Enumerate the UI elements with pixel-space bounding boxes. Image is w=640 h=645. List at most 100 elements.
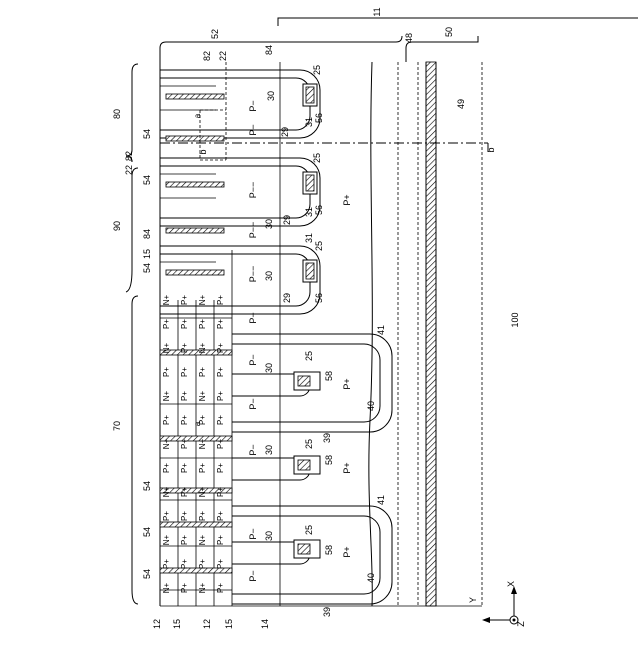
p-plus-label: P+	[198, 415, 207, 425]
p-plus-label: P+	[216, 319, 225, 329]
ref-label-p_minus: P−	[248, 528, 258, 539]
ref-label-b: b	[198, 149, 208, 154]
ref-label-r41: 41	[376, 325, 386, 335]
ref-label-p_minus: P−	[248, 398, 258, 409]
p-plus-label: P+	[198, 367, 207, 377]
p-plus-label: P+	[216, 535, 225, 545]
n-plus-label: N+	[162, 486, 171, 497]
ref-label-p_plus: P+	[342, 462, 352, 473]
p-plus-label: P+	[180, 439, 189, 449]
ref-label-p_minus: P−	[248, 312, 258, 323]
trench-group-upper	[160, 70, 320, 314]
ref-label-r31: 31	[304, 117, 314, 127]
ref-label-d22: 22	[218, 51, 228, 61]
ref-label-r15: 15	[172, 619, 182, 629]
p-plus-label: P+	[162, 319, 171, 329]
p-plus-label: P+	[180, 391, 189, 401]
n-plus-label: N+	[198, 342, 207, 353]
ref-label-y: Y	[468, 597, 478, 603]
p-plus-label: P+	[180, 583, 189, 593]
ref-label-p_minus2: P−−	[248, 222, 258, 239]
ref-label-r54: 54	[142, 527, 152, 537]
n-plus-label: N+	[198, 294, 207, 305]
ref-label-r12: 12	[152, 619, 162, 629]
ref-label-p_plus: P+	[342, 546, 352, 557]
p-plus-label: P+	[198, 319, 207, 329]
trench-group-lower	[160, 318, 392, 604]
ref-label-r25: 25	[312, 153, 322, 163]
ref-label-r30: 30	[264, 445, 274, 455]
ref-label-r29: 29	[280, 127, 290, 137]
p-plus-label: P+	[216, 511, 225, 521]
p-plus-label: P+	[216, 439, 225, 449]
p-plus-label: P+	[216, 367, 225, 377]
p-plus-label: P+	[216, 343, 225, 353]
p-plus-label: P+	[216, 391, 225, 401]
ref-label-r49: 49	[456, 99, 466, 109]
ref-label-p_plus: P+	[342, 194, 352, 205]
axis-indicator	[482, 586, 518, 624]
ref-label-r30: 30	[264, 271, 274, 281]
ref-label-p_minus: P−	[248, 124, 258, 135]
ref-label-z: Z	[516, 621, 526, 627]
ref-label-d82: 82	[202, 51, 212, 61]
ref-label-r56: 56	[314, 113, 324, 123]
p-plus-label: P+	[180, 535, 189, 545]
p-plus-label: P+	[180, 343, 189, 353]
ref-label-p_plus: P+	[342, 378, 352, 389]
ref-label-r11: 11	[372, 7, 382, 16]
n-plus-label: N+	[162, 534, 171, 545]
ref-label-r30: 30	[264, 363, 274, 373]
p-plus-label: P+	[216, 487, 225, 497]
ref-label-r30: 30	[266, 91, 276, 101]
ref-label-p_minus2: P−−	[248, 182, 258, 199]
ref-label-figure_number: 100	[510, 312, 520, 327]
ref-label-p_minus2: P−−	[248, 266, 258, 283]
n-plus-label: N+	[198, 438, 207, 449]
ref-label-r30: 30	[264, 531, 274, 541]
p-plus-label: P+	[162, 559, 171, 569]
ref-label-d22: 22	[124, 165, 134, 175]
ref-label-r25: 25	[304, 439, 314, 449]
ref-label-a: a	[193, 113, 202, 118]
ref-label-r30: 30	[264, 219, 274, 229]
p-plus-label: P+	[180, 511, 189, 521]
ref-label-d82: 82	[124, 151, 134, 161]
ref-label-r54: 54	[142, 263, 152, 273]
p-plus-label: P+	[180, 295, 189, 305]
p-plus-label: P+	[198, 559, 207, 569]
ref-label-r39: 39	[322, 433, 332, 443]
p-plus-label: P+	[180, 463, 189, 473]
p-plus-label: P+	[162, 511, 171, 521]
p-plus-label: P+	[216, 559, 225, 569]
ref-label-r29: 29	[282, 293, 292, 303]
ref-label-r29: 29	[282, 215, 292, 225]
ref-label-p_minus: P−	[248, 354, 258, 365]
ref-label-r54: 54	[142, 175, 152, 185]
ref-label-r39: 39	[322, 607, 332, 617]
ref-label-r58: 58	[324, 455, 334, 465]
p-plus-label: P+	[180, 415, 189, 425]
ref-label-r25: 25	[314, 241, 324, 251]
ref-label-x: X	[506, 581, 516, 587]
p-plus-label: P+	[162, 463, 171, 473]
p-plus-label: P+	[180, 367, 189, 377]
ref-label-r90: 90	[112, 221, 122, 231]
ref-label-r54: 54	[142, 129, 152, 139]
ref-label-r14: 14	[260, 619, 270, 629]
ref-label-r48: 48	[404, 33, 414, 43]
n-plus-label: N+	[198, 486, 207, 497]
n-plus-label: N+	[198, 582, 207, 593]
n-plus-label: N+	[162, 294, 171, 305]
ref-label-r58: 58	[324, 545, 334, 555]
ref-label-r41: 41	[376, 495, 386, 505]
ref-label-r15: 15	[142, 249, 152, 259]
ref-label-r50: 50	[444, 27, 454, 37]
ref-label-p_minus: P−	[248, 444, 258, 455]
n-plus-label: N+	[162, 438, 171, 449]
p-plus-label: P+	[180, 319, 189, 329]
ref-label-r25: 25	[304, 525, 314, 535]
p-plus-label: P+	[216, 583, 225, 593]
